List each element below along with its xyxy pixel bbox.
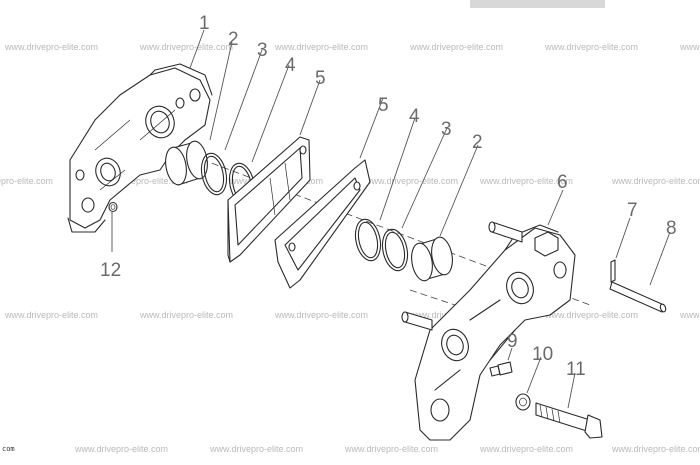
watermark-text-20: www.drivepro-elite.com [344, 444, 438, 454]
label-part-6: 6 [557, 172, 568, 193]
watermark-text-16: www.drivepro-elite.com [544, 310, 638, 320]
watermark-text-7: www.drivepro-elite.com [94, 176, 188, 186]
label-part-7: 7 [627, 200, 638, 221]
mounting-bolt [535, 402, 603, 439]
label-part-3-right: 3 [441, 119, 452, 140]
dust-seal-left [200, 152, 228, 196]
watermark-text-22: www.drivepro-elite.com [611, 444, 700, 454]
watermark-text-3: www.drivepro-elite.com [409, 42, 503, 52]
part-labels: 1 2 3 4 5 5 4 3 2 6 7 8 9 10 11 12 [100, 13, 677, 380]
watermark-text-0: www.drivepro-elite.com [4, 42, 98, 52]
watermark-text-10: www.drivepro-elite.com [479, 176, 573, 186]
watermark-text-19: www.drivepro-elite.com [209, 444, 303, 454]
watermark-text-9: www.drivepro-elite.com [364, 176, 458, 186]
watermark-text-12: www.drivepro-elite.com [4, 310, 98, 320]
piston-right [411, 236, 453, 282]
dust-seal-right [381, 228, 409, 272]
corner-mark: com [2, 446, 15, 453]
watermark-layer: www.drivepro-elite.com www.drivepro-elite… [0, 42, 700, 454]
label-part-5-left: 5 [315, 68, 326, 89]
label-part-4-left: 4 [285, 55, 296, 76]
label-part-12: 12 [100, 260, 121, 281]
label-part-4-right: 4 [409, 106, 420, 127]
label-part-11: 11 [566, 359, 586, 380]
watermark-text-4: www.drivepro-elite.com [544, 42, 638, 52]
retaining-clip-pin [610, 259, 616, 283]
washer [515, 393, 531, 411]
watermark-text-2: www.drivepro-elite.com [274, 42, 368, 52]
watermark-text-13: www.drivepro-elite.com [139, 310, 233, 320]
piston-seal-right [354, 218, 382, 262]
bleed-nipple [489, 361, 513, 377]
watermark-text-6: www.drivepro-elite.com [0, 176, 53, 186]
leader-lines [111, 29, 671, 409]
label-part-2-right: 2 [472, 132, 483, 153]
brake-pad-left [227, 136, 311, 263]
label-part-5-right: 5 [378, 95, 389, 116]
brake-pad-right [274, 159, 371, 289]
corner-watermark-text: com [2, 445, 15, 453]
watermark-text-17: www.drivepro-elite.com [679, 310, 700, 320]
inner-caliper-housing [401, 221, 576, 441]
top-scrollbar [470, 0, 605, 8]
label-part-1: 1 [199, 13, 210, 34]
label-part-2-left: 2 [228, 29, 239, 50]
watermark-text-14: www.drivepro-elite.com [274, 310, 368, 320]
watermark-text-21: www.drivepro-elite.com [479, 444, 573, 454]
guide-pin-rod [609, 281, 667, 313]
watermark-text-5: www.drivepro-elite.com [679, 42, 700, 52]
label-part-10: 10 [532, 344, 553, 365]
label-part-3-left: 3 [257, 40, 268, 61]
label-part-8: 8 [666, 218, 677, 239]
bleed-screw-cap [108, 201, 118, 213]
watermark-text-1: www.drivepro-elite.com [139, 42, 233, 52]
label-part-9: 9 [507, 331, 518, 352]
piston-left [165, 140, 208, 186]
outer-caliper-housing [67, 63, 213, 233]
watermark-text-18: www.drivepro-elite.com [74, 444, 168, 454]
watermark-text-11: www.drivepro-elite.com [611, 176, 700, 186]
